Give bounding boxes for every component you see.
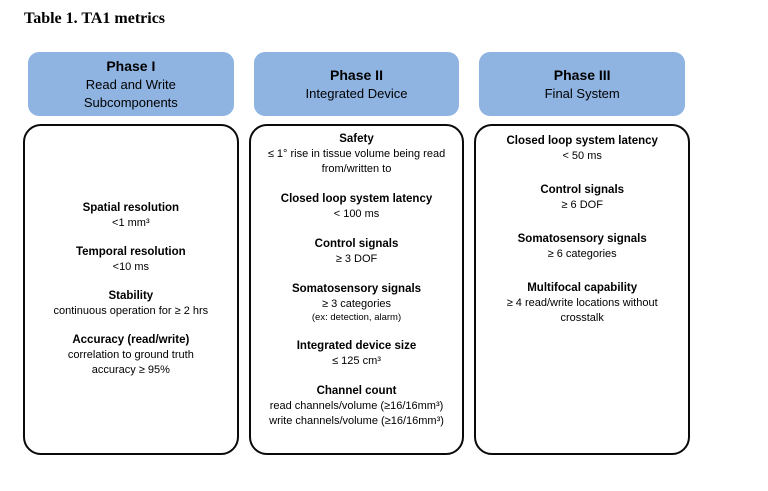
- phase-3-header: Phase III Final System: [479, 52, 686, 116]
- phase-2-header: Phase II Integrated Device: [253, 52, 460, 116]
- metric-value: ≥ 6 categories: [547, 248, 617, 260]
- metric-title: Stability: [108, 290, 154, 302]
- metric-value: ≥ 6 DOF: [561, 199, 603, 211]
- metric-value: ≥ 3 DOF: [335, 253, 378, 265]
- phase-column-1: Phase I Read and Write Subcomponents Spa…: [23, 52, 239, 455]
- metric-value: correlation to ground truth: [67, 349, 194, 361]
- phase-3-content-box: Closed loop system latency < 50 ms Contr…: [474, 124, 691, 455]
- metric-value: < 50 ms: [562, 150, 602, 162]
- metric-item: Somatosensory signals ≥ 6 categories: [478, 232, 686, 262]
- metric-value: accuracy ≥ 95%: [91, 364, 170, 376]
- metric-value: <1 mm³: [112, 217, 150, 229]
- phase-1-header: Phase I Read and Write Subcomponents: [28, 52, 234, 116]
- metric-item: Safety ≤ 1° rise in tissue volume being …: [253, 132, 461, 177]
- metric-title: Channel count: [316, 385, 397, 397]
- metric-item: Stability continuous operation for ≥ 2 h…: [27, 289, 235, 319]
- metric-item: Channel count read channels/volume (≥16/…: [253, 384, 461, 429]
- phase-columns: Phase I Read and Write Subcomponents Spa…: [23, 52, 691, 455]
- metric-title: Spatial resolution: [82, 202, 180, 214]
- metric-item: Closed loop system latency < 50 ms: [478, 134, 686, 164]
- metric-title: Control signals: [314, 238, 399, 250]
- metric-value: write channels/volume (≥16/16mm³): [269, 415, 444, 427]
- metric-item: Accuracy (read/write) correlation to gro…: [27, 333, 235, 378]
- metric-value: crosstalk: [560, 312, 604, 324]
- metric-title: Control signals: [540, 184, 625, 196]
- metric-item: Integrated device size ≤ 125 cm³: [253, 339, 461, 369]
- metric-item: Spatial resolution <1 mm³: [27, 201, 235, 231]
- metric-value: read channels/volume (≥16/16mm³): [269, 400, 444, 412]
- metric-title: Closed loop system latency: [280, 193, 433, 205]
- metric-item: Temporal resolution <10 ms: [27, 245, 235, 275]
- metric-title: Safety: [339, 133, 374, 145]
- metric-value: <10 ms: [112, 261, 150, 273]
- metric-title: Somatosensory signals: [291, 283, 422, 295]
- phase-3-title: Phase III: [553, 66, 611, 83]
- metric-value: ≥ 4 read/write locations without: [506, 297, 658, 309]
- phase-3-subtitle: Final System: [544, 85, 620, 101]
- metric-item: Multifocal capability ≥ 4 read/write loc…: [478, 281, 686, 326]
- metric-item: Somatosensory signals ≥ 3 categories (ex…: [253, 282, 461, 324]
- phase-2-subtitle: Integrated Device: [305, 85, 408, 101]
- phase-column-2: Phase II Integrated Device Safety ≤ 1° r…: [248, 52, 465, 455]
- metric-value: ≥ 3 categories: [321, 298, 392, 310]
- metric-item: Control signals ≥ 6 DOF: [478, 183, 686, 213]
- metric-title: Multifocal capability: [527, 282, 638, 294]
- metric-value: from/written to: [321, 163, 392, 175]
- metric-value: < 100 ms: [333, 208, 380, 220]
- phase-1-content-box: Spatial resolution <1 mm³ Temporal resol…: [23, 124, 239, 455]
- metric-title: Closed loop system latency: [506, 135, 658, 147]
- metric-note: (ex: detection, alarm): [311, 312, 402, 323]
- metric-value: continuous operation for ≥ 2 hrs: [53, 305, 209, 317]
- metric-title: Somatosensory signals: [517, 233, 647, 245]
- metric-item: Control signals ≥ 3 DOF: [253, 237, 461, 267]
- metric-value: ≤ 1° rise in tissue volume being read: [267, 148, 446, 160]
- metric-item: Closed loop system latency < 100 ms: [253, 192, 461, 222]
- metric-title: Accuracy (read/write): [72, 334, 190, 346]
- phase-1-subtitle: Read and Write Subcomponents: [83, 76, 178, 110]
- table-title: Table 1. TA1 metrics: [24, 10, 166, 27]
- phase-2-content-box: Safety ≤ 1° rise in tissue volume being …: [248, 124, 465, 455]
- metric-value: ≤ 125 cm³: [332, 355, 381, 367]
- phase-column-3: Phase III Final System Closed loop syste…: [474, 52, 691, 455]
- metric-title: Temporal resolution: [75, 246, 186, 258]
- phase-1-title: Phase I: [106, 57, 156, 74]
- metric-title: Integrated device size: [296, 340, 417, 352]
- phase-2-title: Phase II: [330, 66, 383, 83]
